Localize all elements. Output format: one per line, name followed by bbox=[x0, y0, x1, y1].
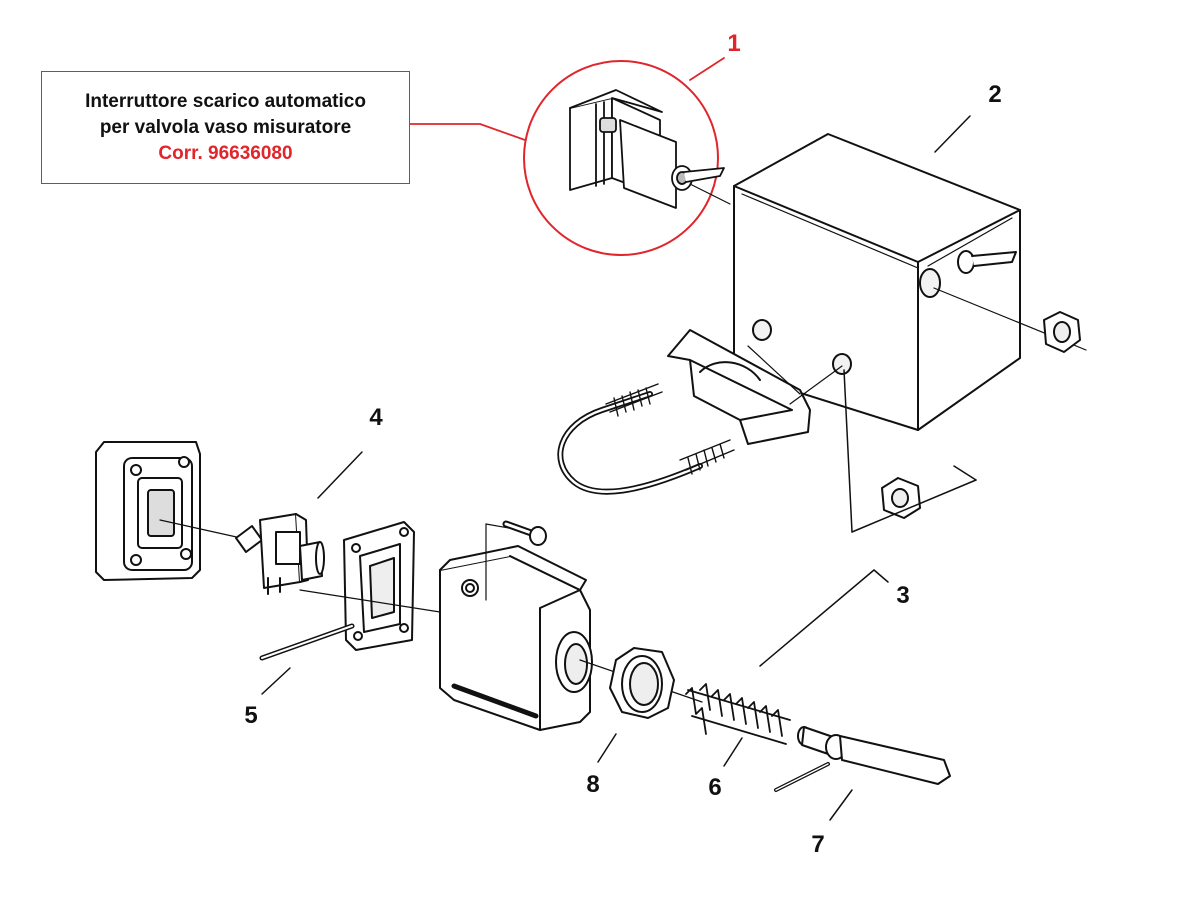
part-microswitch bbox=[235, 513, 325, 595]
part-u-bolt bbox=[557, 383, 735, 495]
leader-4 bbox=[317, 451, 363, 499]
part-screw bbox=[502, 520, 547, 546]
leader-6 bbox=[723, 737, 743, 767]
leader-7 bbox=[829, 789, 853, 821]
callout-box: Interruttore scarico automatico per valv… bbox=[41, 71, 410, 184]
part-switch-body bbox=[439, 523, 703, 731]
part-terminal-housing bbox=[95, 441, 251, 581]
callout-part-number: Corr. 96636080 bbox=[158, 142, 293, 164]
part-pin bbox=[259, 623, 355, 661]
label-5: 5 bbox=[244, 702, 258, 729]
leader-5 bbox=[261, 667, 291, 695]
part-bracket bbox=[667, 329, 843, 445]
bracket-3-indicator bbox=[759, 369, 977, 667]
part-spring bbox=[685, 683, 791, 745]
leader-2 bbox=[934, 115, 971, 153]
callout-line-1: Interruttore scarico automatico bbox=[85, 90, 366, 112]
part-gasket-plate bbox=[299, 521, 441, 651]
label-3: 3 bbox=[896, 582, 910, 609]
part-lever bbox=[774, 726, 951, 792]
label-4: 4 bbox=[369, 404, 383, 431]
callout-line-2: per valvola vaso misuratore bbox=[99, 116, 352, 138]
part-hex-nut bbox=[609, 647, 675, 719]
switch-thumbnail bbox=[569, 89, 731, 209]
label-8: 8 bbox=[586, 771, 600, 798]
label-1: 1 bbox=[727, 30, 741, 57]
label-7: 7 bbox=[811, 831, 825, 858]
part-cover-box bbox=[733, 133, 1087, 431]
label-2: 2 bbox=[988, 81, 1002, 108]
leader-8 bbox=[597, 733, 617, 763]
callout-connector bbox=[409, 57, 725, 141]
label-6: 6 bbox=[708, 774, 722, 801]
nut-right bbox=[1043, 311, 1081, 353]
